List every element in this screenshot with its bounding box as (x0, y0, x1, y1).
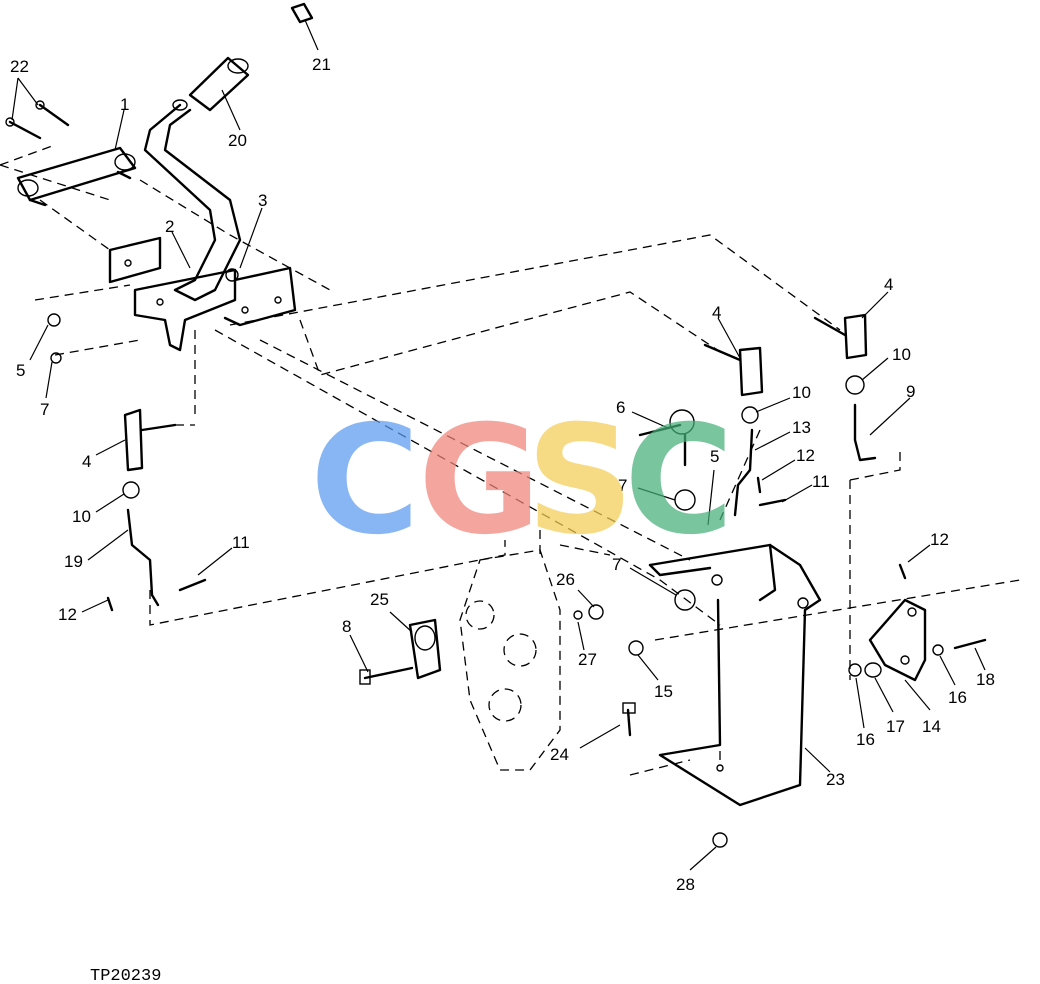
part-knob (188, 2, 314, 112)
part-rods (126, 403, 877, 607)
callout-26: 26 (556, 570, 575, 589)
callout-8: 8 (342, 617, 351, 636)
part-cotter-pins (106, 476, 907, 612)
watermark: C G S C (310, 394, 734, 568)
part-ball-joints-4 (123, 313, 868, 472)
part-bolt-8-and-plate-25 (359, 618, 442, 685)
callout-10-right: 10 (892, 345, 911, 364)
watermark-letter-s: S (526, 394, 634, 568)
callout-6: 6 (616, 398, 625, 417)
callout-24: 24 (550, 745, 569, 764)
figure-id-label: TP20239 (90, 967, 161, 984)
callout-22: 22 (10, 57, 29, 76)
callout-12-right: 12 (930, 530, 949, 549)
callout-10-center: 10 (792, 383, 811, 402)
assembly-lines (0, 144, 1021, 776)
part-bolts-22 (5, 100, 70, 140)
callout-11-left: 11 (232, 533, 250, 552)
part-bolt-24 (622, 702, 636, 737)
callout-25: 25 (370, 590, 389, 609)
callout-15: 15 (654, 682, 673, 701)
part-link-plate (16, 146, 137, 207)
watermark-letter-g: G (418, 394, 541, 568)
callout-2: 2 (165, 217, 174, 236)
callout-4-center: 4 (712, 303, 721, 322)
part-valve-phantom (459, 549, 561, 771)
callout-20: 20 (228, 131, 247, 150)
callout-18: 18 (976, 670, 995, 689)
callout-12-center: 12 (796, 446, 815, 465)
callout-13: 13 (792, 418, 811, 437)
callout-11-center: 11 (812, 472, 830, 491)
callout-7-left: 7 (40, 400, 49, 419)
callout-9: 9 (906, 382, 915, 401)
callout-16-left: 16 (856, 730, 875, 749)
callout-28: 28 (676, 875, 695, 894)
callout-1: 1 (120, 95, 129, 114)
watermark-letter-c2: C (624, 394, 734, 568)
watermark-letter-c1: C (310, 394, 420, 568)
callout-labels: 22 1 21 20 3 2 5 7 4 10 19 12 11 4 10 6 … (10, 55, 995, 894)
part-ball-stud-6 (638, 409, 695, 467)
part-small-nuts (47, 268, 944, 848)
callout-7-lower: 7 (612, 555, 621, 574)
part-pivot-bracket-14 (864, 598, 927, 682)
part-lever-handle (143, 99, 242, 302)
callout-21: 21 (312, 55, 331, 74)
callout-16-right: 16 (948, 688, 967, 707)
callout-12-left: 12 (58, 605, 77, 624)
leader-lines (11, 19, 986, 871)
callout-5-left: 5 (16, 361, 25, 380)
callout-19: 19 (64, 552, 83, 571)
callout-4-left: 4 (82, 452, 91, 471)
callout-7-center: 7 (618, 476, 627, 495)
callout-3: 3 (258, 191, 267, 210)
part-bolt-18 (953, 638, 987, 650)
part-bracket-2 (108, 236, 297, 352)
callout-27: 27 (578, 650, 597, 669)
callout-17: 17 (886, 717, 905, 736)
callout-4-right: 4 (884, 275, 893, 294)
callout-5-center: 5 (710, 447, 719, 466)
part-mounting-bracket-23 (648, 543, 822, 807)
callout-23: 23 (826, 770, 845, 789)
callout-14: 14 (922, 717, 941, 736)
callout-10-left: 10 (72, 507, 91, 526)
